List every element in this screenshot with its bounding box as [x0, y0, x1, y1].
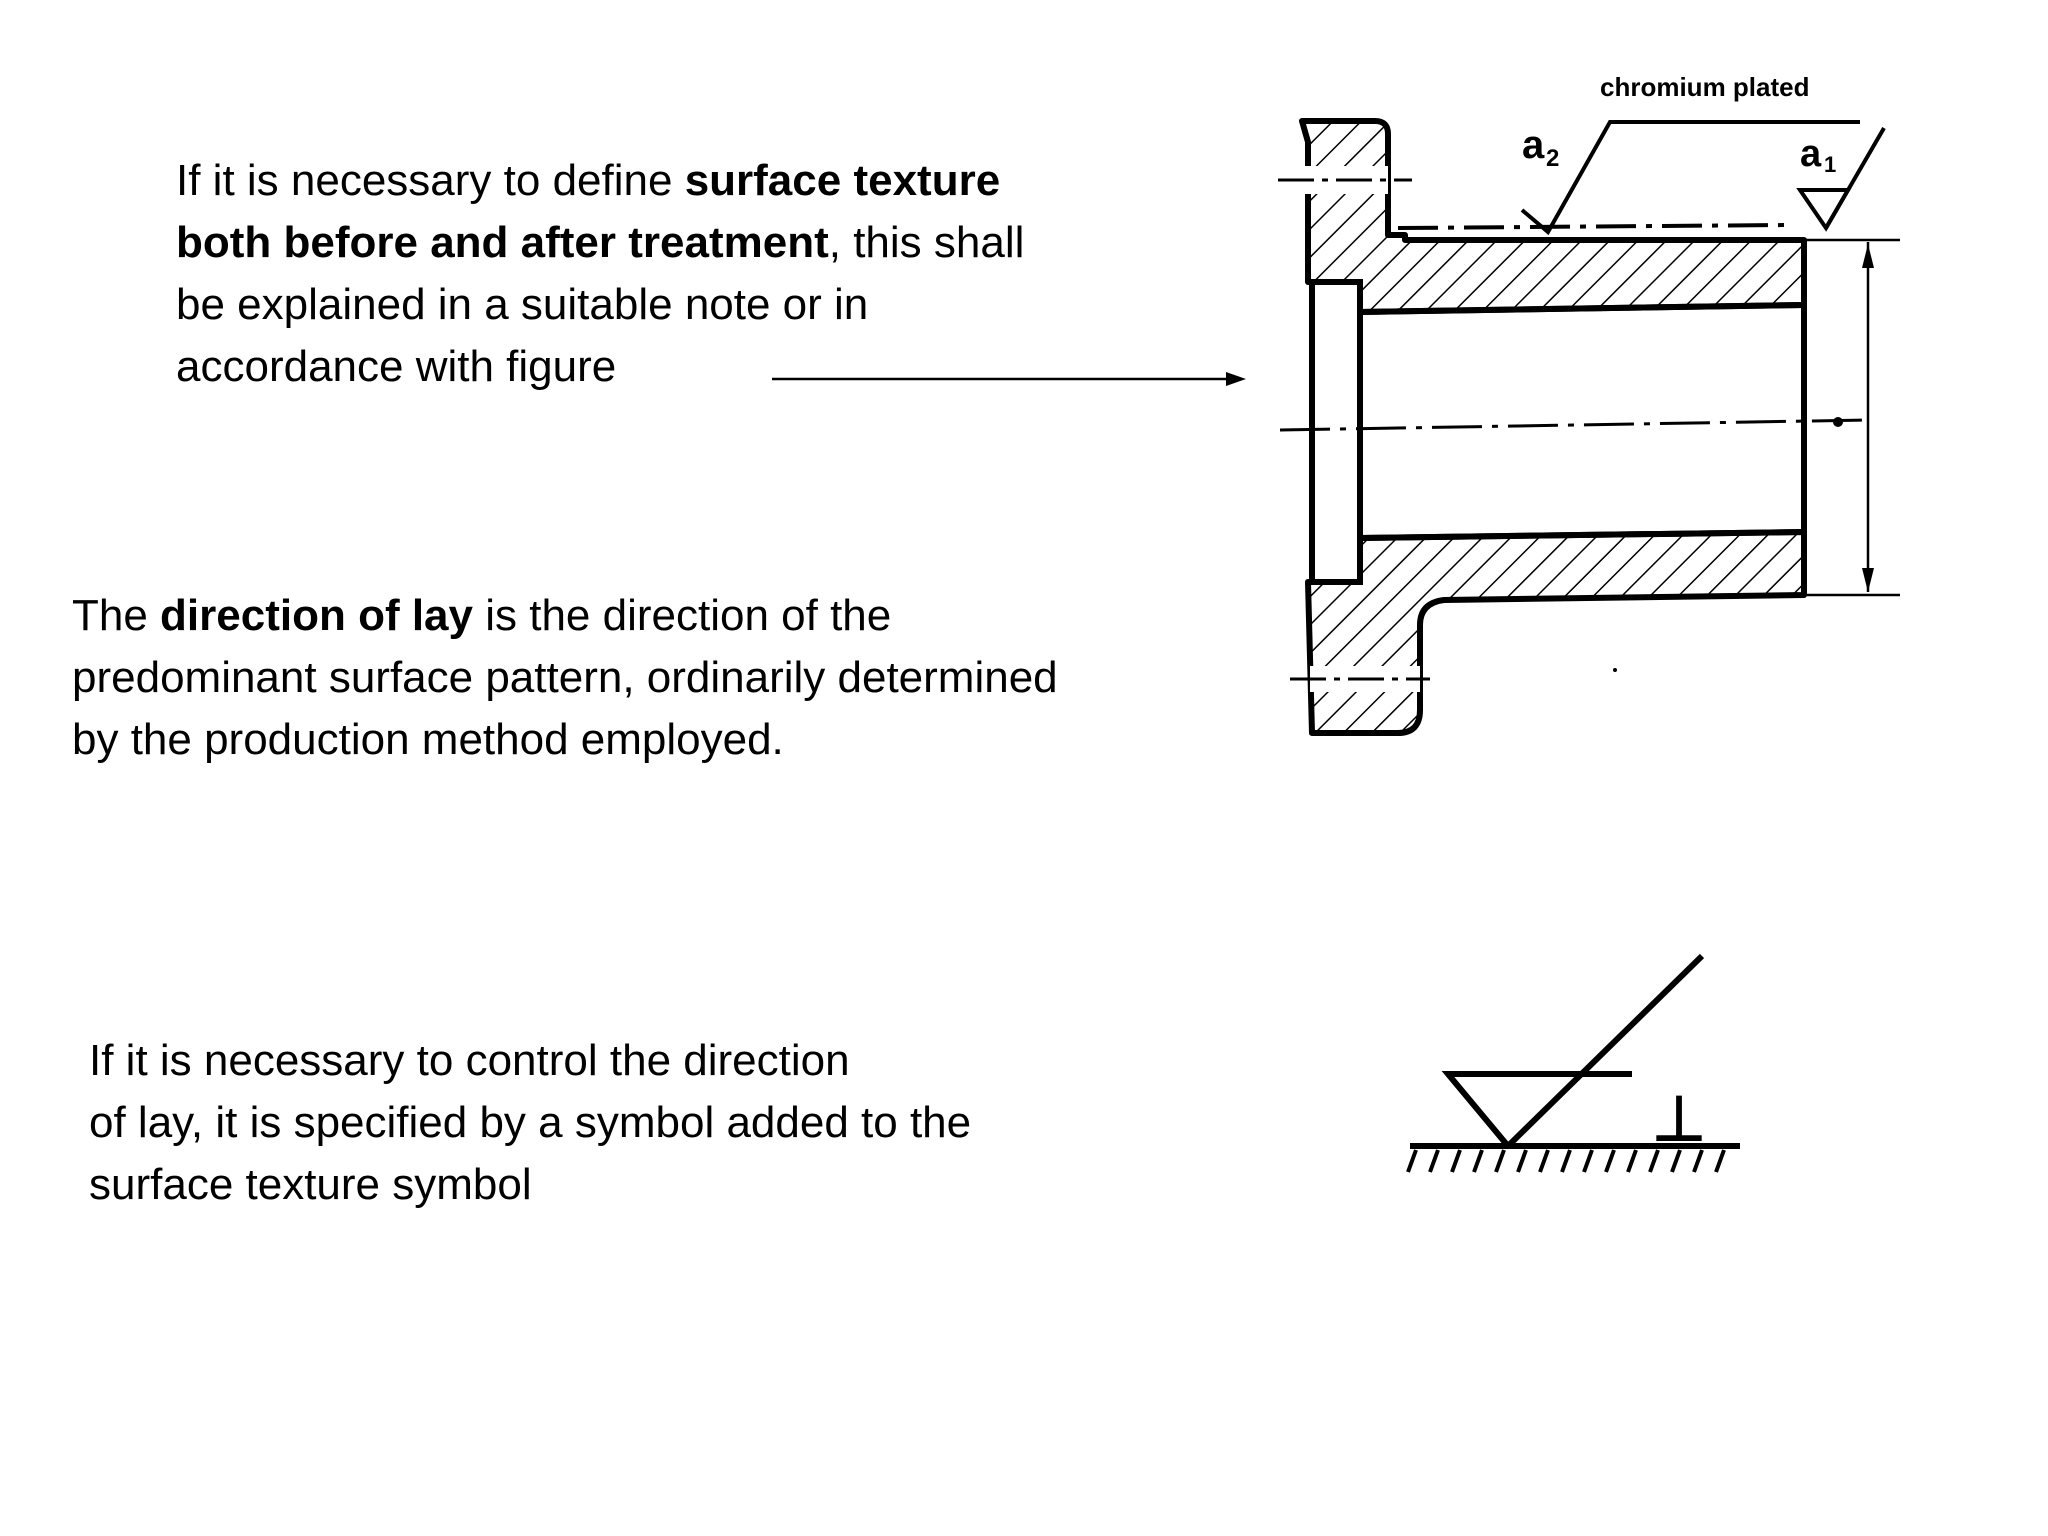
surface-texture-symbol: [1441, 953, 1705, 1149]
surface-texture-symbol-a1: a 1: [1796, 126, 1886, 232]
direction-of-lay-paragraph: The direction of lay is the direction of…: [72, 585, 1252, 771]
p1-line-3: be explained in a suitable note or in: [176, 280, 869, 329]
chromium-plated-note: chromium plated: [1600, 72, 1809, 102]
perpendicular-lay-icon: ⊥: [1652, 1085, 1706, 1154]
symbol-a2-letter: a: [1522, 123, 1545, 167]
p1-bold-surface-texture: surface texture: [684, 156, 1001, 205]
p2-line-1-end: is the direction of the: [473, 591, 892, 640]
stray-dot: [1613, 668, 1617, 672]
symbol-a1-letter: a: [1800, 133, 1822, 175]
diameter-dimension: [1804, 238, 1900, 597]
surface-texture-treatment-paragraph: If it is necessary to define surface tex…: [176, 150, 1176, 398]
p3-line-2: of lay, it is specified by a symbol adde…: [89, 1098, 972, 1147]
p2-line-1-start: The: [72, 591, 161, 640]
p1-line-1-text: If it is necessary to define: [176, 156, 685, 205]
p3-line-1: If it is necessary to control the direct…: [89, 1036, 850, 1085]
symbol-a1-subscript: 1: [1824, 152, 1836, 177]
axis-centerline: [1279, 418, 1871, 432]
figure-pointer-arrow: [772, 372, 1246, 386]
p1-line-1: If it is necessary to define surface tex…: [176, 150, 1176, 212]
flanged-bushing-drawing: a 2 a 1 chromium plated: [1278, 72, 1900, 736]
p1-line-2-text: , this shall: [828, 218, 1025, 267]
p3-line-3: surface texture symbol: [89, 1160, 532, 1209]
p2-line-3: by the production method employed.: [72, 715, 784, 764]
hole-centerlines: [1278, 166, 1430, 692]
lay-direction-symbol-example: ⊥: [1406, 953, 1740, 1173]
p2-line-1: The direction of lay is the direction of…: [72, 585, 1252, 647]
surface-a2-chain-line: [1397, 223, 1791, 230]
p1-line-2: both before and after treatment, this sh…: [176, 212, 1176, 274]
p2-bold-direction-of-lay: direction of lay: [160, 591, 473, 640]
bushing-section: [1299, 118, 1807, 736]
hatched-surface: [1406, 1143, 1740, 1173]
symbol-a2-subscript: 2: [1546, 145, 1559, 172]
p2-line-2: predominant surface pattern, ordinarily …: [72, 653, 1058, 702]
p1-line-4: accordance with figure: [176, 342, 617, 391]
p1-bold-before-after: both before and after treatment: [176, 218, 829, 267]
lay-symbol-paragraph: If it is necessary to control the direct…: [89, 1030, 1189, 1216]
surface-texture-symbol-a2: a 2: [1520, 120, 1860, 236]
